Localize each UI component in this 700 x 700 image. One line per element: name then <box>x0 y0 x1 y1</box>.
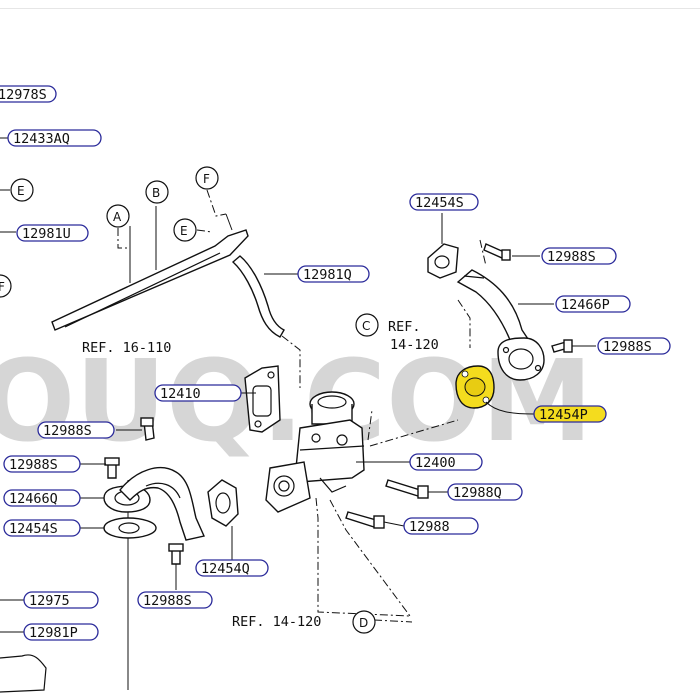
bolt-12988q <box>385 479 429 499</box>
callout-12988s-e[interactable]: 12988S <box>137 591 213 609</box>
gasket-12454q <box>207 479 239 527</box>
bolt-12988s-e <box>168 543 184 565</box>
svg-text:12454Q: 12454Q <box>201 561 250 577</box>
svg-text:12988S: 12988S <box>9 457 58 473</box>
svg-text:F: F <box>0 280 5 294</box>
svg-text:12981U: 12981U <box>22 226 71 242</box>
leader-line <box>196 229 213 233</box>
ref-14-120-bottom: REF. 14-120 <box>232 614 321 630</box>
bolt-12988 <box>345 511 385 529</box>
svg-text:12400: 12400 <box>415 455 456 471</box>
circle-marker-d: D <box>352 610 376 634</box>
svg-text:12988: 12988 <box>409 519 450 535</box>
svg-text:E: E <box>17 184 25 198</box>
callout-12466p-right[interactable]: 12466P <box>555 295 631 313</box>
callout-12988s-c[interactable]: 12988S <box>37 421 115 439</box>
gasket-12454p <box>455 365 495 409</box>
svg-text:A: A <box>113 210 122 224</box>
svg-text:C: C <box>362 319 370 333</box>
leader-line <box>383 521 405 527</box>
callout-12981q[interactable]: 12981Q <box>297 265 370 283</box>
leader-line <box>457 299 471 348</box>
svg-text:12981P: 12981P <box>29 625 78 641</box>
callout-12988s-b[interactable]: 12988S <box>597 337 671 355</box>
egr-valve-12400 <box>265 391 365 513</box>
gasket-12410 <box>244 365 281 433</box>
svg-text:12410: 12410 <box>160 386 201 402</box>
circle-marker-f: F <box>195 166 219 190</box>
callout-12988s-a[interactable]: 12988S <box>541 247 617 265</box>
callout-12981u[interactable]: 12981U <box>16 224 89 242</box>
leader-line <box>329 499 411 617</box>
leader-line <box>373 619 413 623</box>
svg-text:B: B <box>152 186 160 200</box>
ref-16-110: REF. 16-110 <box>82 340 171 356</box>
svg-text:12454S: 12454S <box>415 195 464 211</box>
svg-text:12988Q: 12988Q <box>453 485 502 501</box>
svg-text:D: D <box>359 616 368 630</box>
circle-marker-b: B <box>145 180 169 204</box>
svg-text:12454S: 12454S <box>9 521 58 537</box>
leader-line <box>485 401 535 415</box>
svg-text:F: F <box>203 172 210 186</box>
leader-line <box>281 335 301 388</box>
callout-12454q[interactable]: 12454Q <box>195 559 269 577</box>
svg-text:12978S: 12978S <box>0 87 47 103</box>
svg-text:12975: 12975 <box>29 593 70 609</box>
circle-marker-e-pipe: E <box>173 218 197 242</box>
bolt-12988s-a <box>483 243 511 261</box>
egr-pipe-12981q <box>231 255 285 338</box>
callout-12410[interactable]: 12410 <box>154 384 242 402</box>
bolt-12988s-c <box>140 417 155 441</box>
svg-text:12981Q: 12981Q <box>303 267 352 283</box>
egr-pipe-upper <box>51 206 249 331</box>
leader-line <box>369 419 459 447</box>
leader-line <box>206 189 227 217</box>
callout-12988[interactable]: 12988 <box>403 517 479 535</box>
svg-text:12466P: 12466P <box>561 297 610 313</box>
callout-12988q[interactable]: 12988Q <box>447 483 523 501</box>
callout-12454s-left[interactable]: 12454S <box>3 519 81 537</box>
leader-line <box>479 239 487 267</box>
callout-12454p[interactable]: 12454P <box>533 405 607 423</box>
callout-12978s[interactable]: 12978S <box>0 85 57 103</box>
circle-marker-c: C <box>355 313 379 337</box>
svg-text:12988S: 12988S <box>143 593 192 609</box>
svg-text:12988S: 12988S <box>603 339 652 355</box>
callout-12988s-d[interactable]: 12988S <box>3 455 81 473</box>
svg-text:12466Q: 12466Q <box>9 491 58 507</box>
leader-line <box>117 228 130 249</box>
svg-text:12988S: 12988S <box>43 423 92 439</box>
bolt-12988s-d <box>104 457 120 479</box>
egr-pipe-12466q <box>103 467 205 541</box>
svg-text:12988S: 12988S <box>547 249 596 265</box>
svg-text:12454P: 12454P <box>539 407 588 423</box>
circle-marker-a: A <box>106 204 130 228</box>
callout-12454s-top[interactable]: 12454S <box>409 193 479 211</box>
callout-12975[interactable]: 12975 <box>23 591 99 609</box>
watermark: OUQ.COM <box>0 337 593 467</box>
svg-text:12433AQ: 12433AQ <box>13 131 70 147</box>
ref-14-120-top-num: 14-120 <box>390 337 439 353</box>
svg-text:E: E <box>180 224 188 238</box>
callout-12433aq[interactable]: 12433AQ <box>7 129 102 147</box>
ref-14-120-top: REF. <box>388 319 421 335</box>
gasket-12454s-top <box>427 243 459 279</box>
callout-12981p[interactable]: 12981P <box>23 623 99 641</box>
circle-marker-f-partial: F <box>0 274 12 298</box>
leader-line <box>367 409 373 441</box>
egr-pipe-12466p <box>456 269 545 381</box>
callout-12400[interactable]: 12400 <box>409 453 483 471</box>
gasket-12454s-left <box>103 517 157 539</box>
circle-marker-e-left: E <box>10 178 34 202</box>
partial-pipe <box>0 654 47 693</box>
top-divider <box>0 8 700 9</box>
callout-12466q[interactable]: 12466Q <box>3 489 81 507</box>
